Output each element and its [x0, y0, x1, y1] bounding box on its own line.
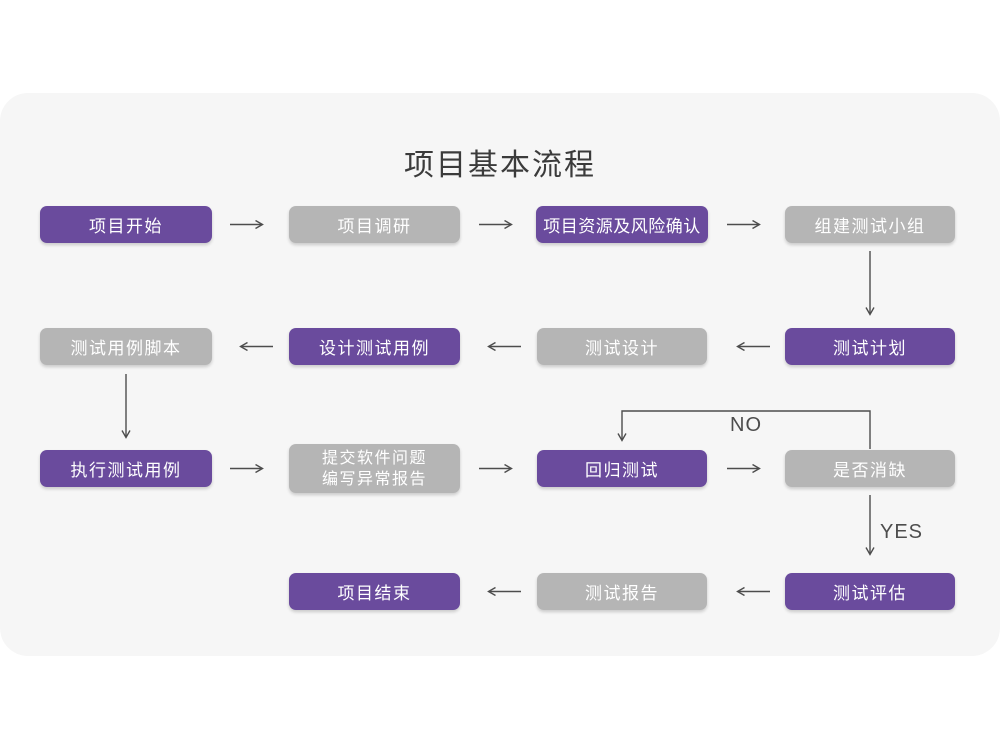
- node-test-design: 测试设计: [537, 328, 707, 365]
- node-regression-test: 回归测试: [537, 450, 707, 487]
- edge-no-loop: [622, 410, 871, 449]
- page-title: 项目基本流程: [404, 149, 596, 182]
- node-test-evaluation: 测试评估: [785, 573, 955, 610]
- node-submit-issue-report: 提交软件问题 编写异常报告: [289, 444, 460, 493]
- node-project-research: 项目调研: [289, 206, 460, 243]
- node-execute-test-cases: 执行测试用例: [40, 450, 212, 487]
- node-test-report: 测试报告: [537, 573, 707, 610]
- no-label: NO: [730, 414, 762, 436]
- node-form-test-team: 组建测试小组: [785, 206, 955, 243]
- flowchart-card: [0, 93, 1000, 656]
- node-submit-issue-report-line1: 提交软件问题: [321, 449, 427, 467]
- node-defect-cleared: 是否消缺: [785, 450, 955, 487]
- node-project-end: 项目结束: [289, 573, 460, 610]
- node-test-case-script: 测试用例脚本: [40, 328, 212, 365]
- node-submit-issue-report-line2: 编写异常报告: [321, 470, 427, 488]
- node-design-test-cases: 设计测试用例: [289, 328, 460, 365]
- node-resource-risk-confirm: 项目资源及风险确认: [536, 206, 708, 243]
- yes-label: YES: [880, 521, 924, 543]
- node-project-start: 项目开始: [40, 206, 212, 243]
- node-test-plan: 测试计划: [785, 328, 955, 365]
